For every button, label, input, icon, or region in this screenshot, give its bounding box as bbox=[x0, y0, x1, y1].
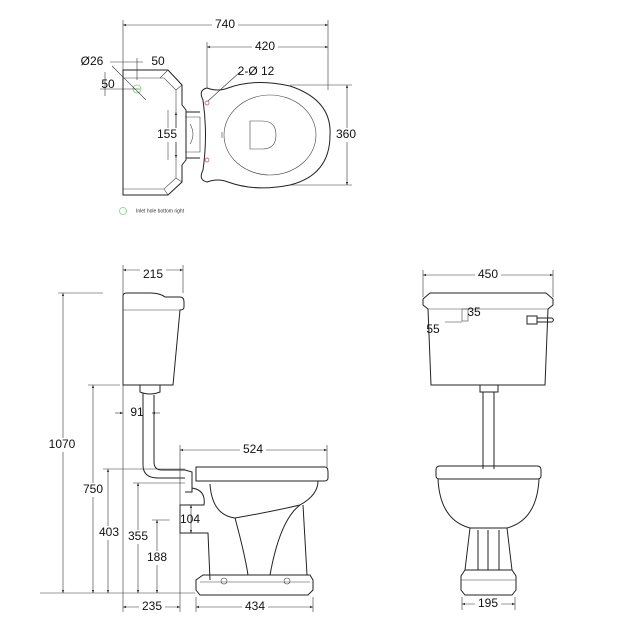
dim-pan-projection: 524 bbox=[243, 442, 263, 456]
dim-base-length: 434 bbox=[245, 599, 265, 613]
dim-base-width: 195 bbox=[478, 596, 498, 610]
dim-inlet-offset-y: 35 bbox=[467, 305, 481, 319]
legend-text: Inlet hole bottom right bbox=[136, 208, 185, 214]
connector-top bbox=[185, 111, 201, 159]
dim-outlet-height: 355 bbox=[128, 529, 148, 543]
dim-cistern-depth: 215 bbox=[143, 267, 163, 281]
dim-pan-height: 403 bbox=[99, 525, 119, 539]
dim-flush-pipe: 91 bbox=[130, 405, 144, 419]
dim-pan-width: 360 bbox=[336, 127, 356, 141]
dim-outlet-bottom: 188 bbox=[147, 550, 167, 564]
dim-overall-height: 1070 bbox=[49, 437, 76, 451]
front-dimensions: 450 35 55 195 bbox=[422, 267, 554, 611]
top-dimensions: 740 420 Ø26 50 50 2-Ø 12 155 360 bbox=[81, 17, 358, 186]
side-view: 215 1070 750 403 355 188 91 524 104 235 … bbox=[40, 265, 329, 614]
dim-cistern-width: 450 bbox=[478, 267, 498, 281]
fixing-hole-icon bbox=[204, 157, 210, 163]
dim-inlet-x: 50 bbox=[151, 54, 165, 68]
dim-overall-length: 740 bbox=[215, 17, 235, 31]
legend-circle-icon bbox=[119, 207, 127, 215]
side-dimensions: 215 1070 750 403 355 188 91 524 104 235 … bbox=[40, 265, 328, 614]
pan-front bbox=[435, 465, 542, 596]
pan-top bbox=[132, 82, 331, 189]
dim-outlet-to-wall: 235 bbox=[142, 599, 162, 613]
dim-inlet-offset-x: 55 bbox=[426, 322, 440, 336]
dim-inlet-y: 50 bbox=[101, 77, 115, 91]
top-view: 740 420 Ø26 50 50 2-Ø 12 155 360 Inlet h… bbox=[81, 17, 358, 215]
front-view: 450 35 55 195 bbox=[422, 267, 554, 611]
dim-outlet-size: 104 bbox=[180, 512, 200, 526]
dim-cistern-bottom: 750 bbox=[83, 482, 103, 496]
legend: Inlet hole bottom right bbox=[119, 207, 185, 215]
cistern-side bbox=[122, 292, 185, 479]
dim-connector-width: 155 bbox=[157, 127, 177, 141]
fixing-hole-icon bbox=[204, 100, 210, 106]
pan-side bbox=[179, 466, 329, 596]
dim-pan-length: 420 bbox=[255, 39, 275, 53]
dim-fixing-holes: 2-Ø 12 bbox=[238, 64, 275, 78]
cistern-top bbox=[122, 69, 187, 196]
dim-inlet-dia: Ø26 bbox=[81, 54, 104, 68]
cistern-front bbox=[422, 292, 554, 469]
